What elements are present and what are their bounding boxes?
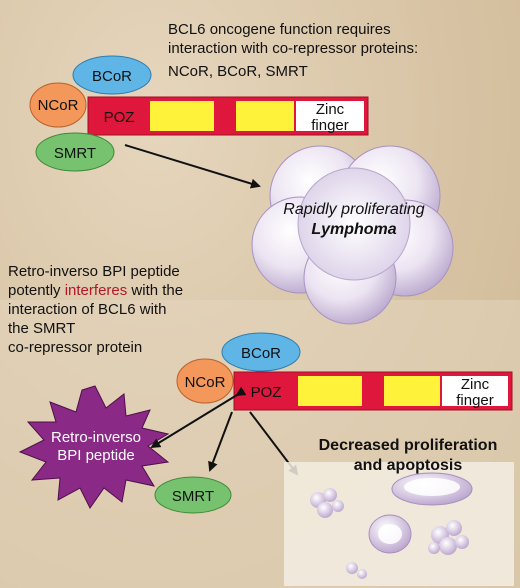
top-zinc-label: Zinc [316,101,345,118]
bottom-zinc-finger-box [442,376,508,406]
top-bcor-label: BCoR [92,68,132,85]
top-intro-line1: BCL6 oncogene function requires [168,21,391,38]
top-intro-line2: interaction with co-repressor proteins: [168,40,419,57]
top-intro-text: BCL6 oncogene function requires interact… [168,20,418,81]
lymphoma-label: Rapidly proliferating Lymphoma [270,200,438,240]
bottom-bcor-ellipse [221,332,301,372]
desc-line4: the SMRT [8,320,76,337]
top-finger-label: finger [311,117,349,134]
apoptotic-cells-panel [284,462,514,586]
peptide-to-gene-arrow [150,386,247,449]
top-bcor-ellipse [72,55,152,95]
outcome-line1: Decreased proliferation [318,437,498,454]
top-ncor-ellipse [29,82,87,128]
bottom-bcor-label: BCoR [241,345,281,362]
top-poz-label: POZ [104,109,135,126]
top-smrt-label: SMRT [54,145,96,162]
desc-line3: interaction of BCL6 with [8,301,167,318]
desc-line1: Retro-inverso BPI peptide [8,263,180,280]
gene-to-smrt-arrow [208,411,233,472]
top-zinc-finger-box [296,101,364,131]
desc-line2-highlight: interferes [64,282,128,299]
bottom-smrt-label: SMRT [172,488,214,505]
top-smrt-ellipse [35,132,115,172]
lymphoma-cell-cluster [251,145,454,325]
bottom-poz-label: POZ [251,384,282,401]
peptide-label-line1: Retro-inverso [51,429,141,446]
bottom-bcl6-gene [233,371,513,411]
bottom-ncor-label: NCoR [185,374,226,391]
desc-line5: co-repressor protein [8,339,143,356]
retro-inverso-peptide-starburst [18,385,170,509]
bottom-smrt-ellipse [154,476,232,514]
desc-line2-pre: potently [8,282,65,299]
bottom-zinc-label: Zinc [461,376,490,393]
desc-line2: potently interferes with the [8,281,183,300]
apoptotic-body-cluster-bottom [346,562,367,579]
top-bcl6-gene [87,96,369,136]
lymphoma-label-line2: Lymphoma [311,221,397,238]
bottom-finger-label: finger [456,392,494,409]
peptide-label-line2: BPI peptide [57,447,135,464]
top-arrow [124,144,261,189]
bottom-description-text: Retro-inverso BPI peptide potently inter… [8,262,183,357]
desc-line2-post: with the [127,282,184,299]
outcome-line2: and apoptosis [353,457,463,474]
apoptotic-body-cluster-left [310,488,344,518]
top-gene-yellow-2 [236,101,294,131]
top-ncor-label: NCoR [38,97,79,114]
top-intro-line3: NCoR, BCoR, SMRT [168,63,308,80]
outcome-text: Decreased proliferation and apoptosis [300,436,516,476]
apoptotic-body-cluster-right [428,520,469,555]
lymphoma-label-line1: Rapidly proliferating [283,201,425,218]
bottom-gene-yellow-2 [384,376,440,406]
bottom-gene-yellow-1 [298,376,362,406]
top-gene-yellow-1 [150,101,214,131]
